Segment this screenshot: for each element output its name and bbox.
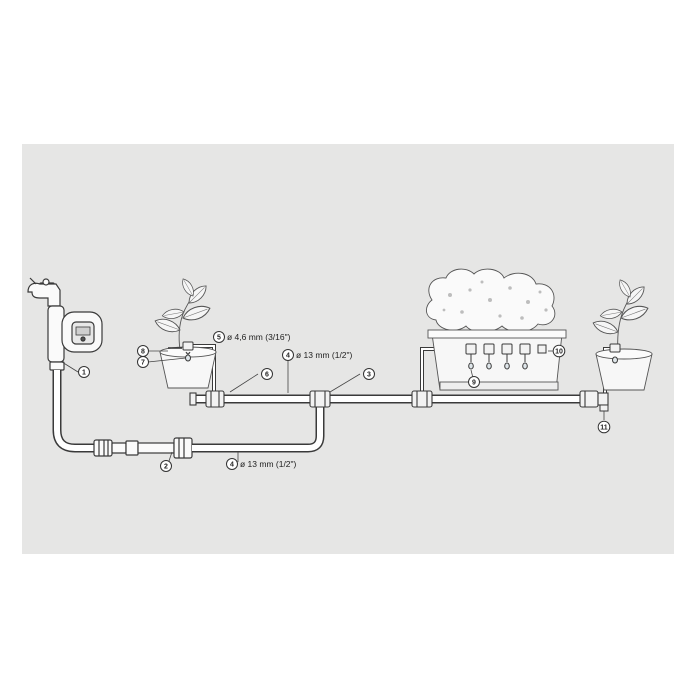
callout-1-number: 1 bbox=[82, 370, 86, 377]
callout-6-number: 6 bbox=[265, 372, 269, 379]
callout-10-number: 10 bbox=[555, 349, 563, 356]
callout-4b: 4 bbox=[226, 458, 238, 470]
drip-heads-row bbox=[465, 343, 547, 370]
flower-box bbox=[426, 268, 567, 391]
callout-5-number: 5 bbox=[217, 335, 221, 342]
diagram-panel bbox=[22, 144, 674, 554]
callout-4a: 4 bbox=[282, 349, 294, 361]
end-plug-icon bbox=[599, 404, 609, 412]
callout-2-number: 2 bbox=[164, 464, 168, 471]
callout-10: 10 bbox=[552, 344, 566, 358]
left-plant-pot bbox=[152, 276, 217, 389]
pipe-main-top-diameter-label: ø 13 mm (1/2") bbox=[296, 350, 353, 360]
callout-11: 11 bbox=[597, 420, 611, 434]
callout-3: 3 bbox=[363, 368, 375, 380]
callout-9: 9 bbox=[468, 376, 480, 388]
callout-2: 2 bbox=[160, 460, 172, 472]
right-plant-pot bbox=[590, 277, 653, 391]
callout-6: 6 bbox=[261, 368, 273, 380]
callout-11-number: 11 bbox=[600, 425, 608, 432]
pipe-small-diameter-label: ø 4,6 mm (3/16") bbox=[227, 332, 291, 342]
callout-9-number: 9 bbox=[472, 380, 476, 387]
main-line-fittings bbox=[189, 390, 609, 408]
callout-1: 1 bbox=[78, 366, 90, 378]
callout-7-number: 7 bbox=[141, 360, 145, 367]
callout-8: 8 bbox=[137, 345, 149, 357]
callout-7: 7 bbox=[137, 356, 149, 368]
drip-head-left bbox=[168, 341, 194, 362]
drip-head-right bbox=[609, 343, 621, 364]
main-pipe-lower bbox=[192, 402, 325, 453]
water-tap-icon bbox=[27, 277, 61, 307]
water-computer-icon bbox=[47, 305, 103, 371]
callout-3-number: 3 bbox=[367, 372, 371, 379]
supply-hose bbox=[52, 370, 96, 453]
callout-4b-number: 4 bbox=[230, 462, 234, 469]
base-unit-icon bbox=[125, 437, 193, 459]
pipe-main-bottom-diameter-label: ø 13 mm (1/2") bbox=[240, 459, 297, 469]
hose-connector-icon bbox=[93, 439, 127, 457]
callout-8-number: 8 bbox=[141, 349, 145, 356]
callout-5: 5 bbox=[213, 331, 225, 343]
callout-4a-number: 4 bbox=[286, 353, 290, 360]
